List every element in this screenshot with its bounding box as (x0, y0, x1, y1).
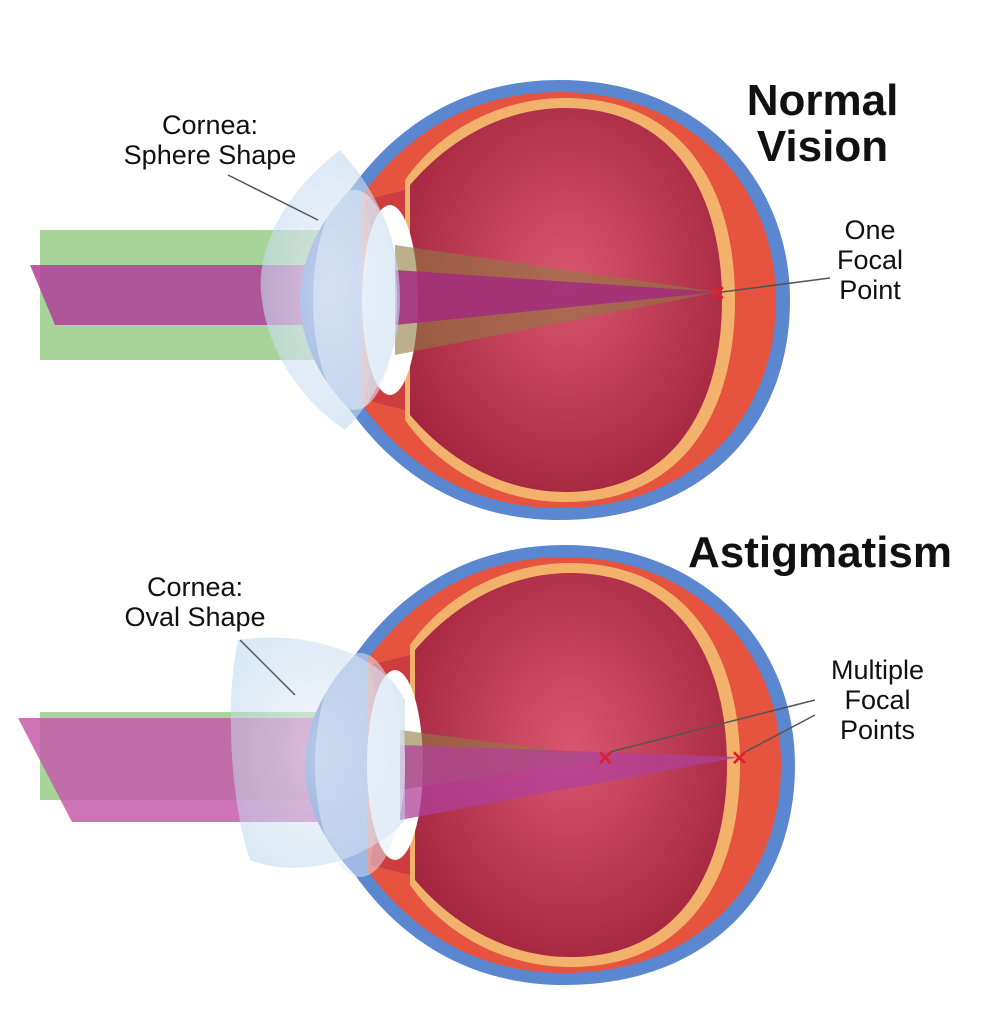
label-line: Sphere Shape (123, 140, 297, 170)
focal-point-mark: ✕ (709, 283, 726, 305)
label-line: One (844, 215, 896, 245)
cornea-sphere-label: Cornea: Sphere Shape (110, 110, 310, 170)
label-line: Cornea: (161, 110, 259, 140)
label-line: Cornea: (146, 572, 244, 602)
label-line: Focal (844, 685, 911, 715)
focal-leader-line-2 (744, 714, 816, 753)
label-line: Focal (836, 245, 904, 275)
normal-vision-eye: ✕ (30, 80, 831, 520)
astigmatism-eye: ✕ ✕ (18, 545, 816, 985)
focal-point-mark-1: ✕ (597, 748, 614, 770)
label-line: Points (839, 715, 916, 745)
cornea-leader-line (239, 639, 296, 696)
one-focal-point-label: One Focal Point (815, 215, 925, 305)
normal-vision-title: Normal Vision (725, 78, 920, 170)
purple-beam-focus (395, 270, 718, 325)
label-line: Multiple (830, 655, 925, 685)
label-line: Point (839, 275, 901, 305)
cornea-leader-line (227, 174, 319, 221)
multiple-focal-points-label: Multiple Focal Points (810, 655, 945, 745)
focal-leader-line-1 (609, 699, 816, 753)
label-line: Oval Shape (124, 602, 266, 632)
focal-point-mark-2: ✕ (731, 748, 748, 770)
focal-leader-line (721, 277, 831, 293)
title-line: Vision (756, 122, 889, 171)
cornea-oval-label: Cornea: Oval Shape (95, 572, 295, 632)
title-line: Normal (746, 76, 899, 125)
astigmatism-title: Astigmatism (687, 528, 953, 577)
